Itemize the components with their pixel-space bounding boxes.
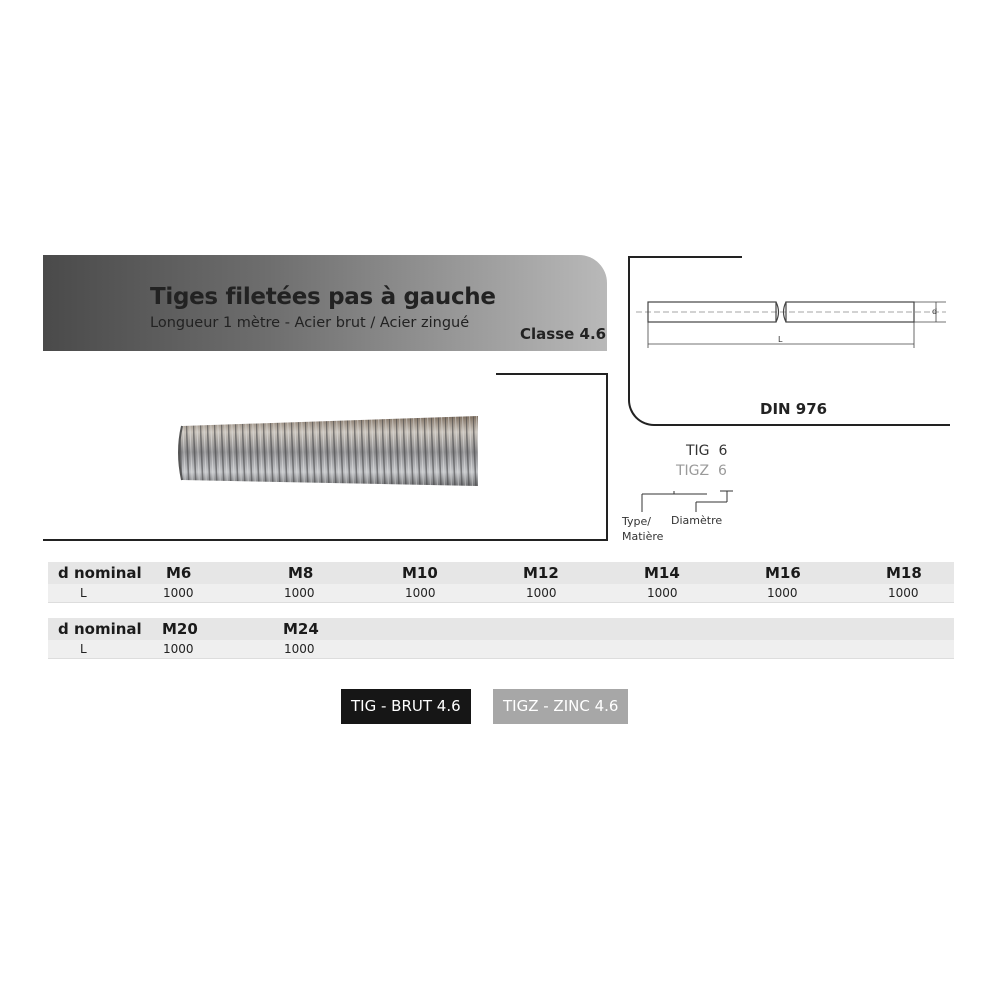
threaded-rod-photo — [178, 416, 478, 486]
length-value: 1000 — [647, 586, 678, 600]
code-tig-value: 6 — [718, 443, 728, 459]
rod-dimension-diagram: d L — [636, 301, 946, 348]
length-value: 1000 — [284, 642, 315, 656]
photo-frame-right-line — [606, 375, 608, 541]
photo-frame-top-line — [496, 373, 608, 375]
length-value: 1000 — [405, 586, 436, 600]
diagram-frame-top-line — [628, 256, 742, 258]
photo-frame-bottom-line — [43, 539, 608, 541]
length-value: 1000 — [163, 586, 194, 600]
dim-L-label: L — [778, 335, 783, 344]
row-label-L: L — [80, 586, 87, 600]
din-standard-label: DIN 976 — [760, 400, 828, 418]
col-size: M16 — [765, 564, 801, 582]
header-band — [43, 255, 607, 351]
table-header-row: d nominal M6 M8 M10 M12 M14 M16 M18 — [48, 562, 954, 584]
table-length-row: L 1000 1000 — [48, 640, 954, 659]
code-tig: TIG — [686, 443, 710, 459]
diagram-frame — [628, 256, 950, 426]
code-line-tig: TIG 6 — [686, 443, 727, 459]
row-label-L: L — [80, 642, 87, 656]
col-size: M12 — [523, 564, 559, 582]
col-size: M18 — [886, 564, 922, 582]
tig-brut-button[interactable]: TIG - BRUT 4.6 — [341, 689, 471, 724]
code-tigz-value: 6 — [718, 463, 727, 479]
class-label: Classe 4.6 — [520, 325, 607, 343]
table-length-row: L 1000 1000 1000 1000 1000 1000 1000 — [48, 584, 954, 603]
col-size: M24 — [283, 620, 319, 638]
length-value: 1000 — [284, 586, 315, 600]
type-material-label: Type/ Matière — [622, 515, 664, 543]
code-bracket-lines — [641, 490, 733, 512]
table-header-row: d nominal M20 M24 — [48, 618, 954, 640]
size-table-1: d nominal M6 M8 M10 M12 M14 M16 M18 L 10… — [48, 562, 954, 603]
row-header-d-nominal: d nominal — [58, 620, 142, 638]
col-size: M6 — [166, 564, 192, 582]
length-value: 1000 — [888, 586, 919, 600]
size-table-2: d nominal M20 M24 L 1000 1000 — [48, 618, 954, 659]
length-value: 1000 — [767, 586, 798, 600]
col-size: M8 — [288, 564, 314, 582]
col-size: M20 — [162, 620, 198, 638]
page-subtitle: Longueur 1 mètre - Acier brut / Acier zi… — [150, 315, 470, 331]
dim-d-label: d — [932, 307, 937, 316]
page-title: Tiges filetées pas à gauche — [150, 284, 496, 310]
row-header-d-nominal: d nominal — [58, 564, 142, 582]
tigz-zinc-button[interactable]: TIGZ - ZINC 4.6 — [493, 689, 629, 724]
col-size: M14 — [644, 564, 680, 582]
code-line-tigz: TIGZ 6 — [676, 463, 727, 479]
length-value: 1000 — [526, 586, 557, 600]
length-value: 1000 — [163, 642, 194, 656]
diameter-label: Diamètre — [671, 514, 723, 527]
col-size: M10 — [402, 564, 438, 582]
code-tigz: TIGZ — [676, 463, 710, 479]
